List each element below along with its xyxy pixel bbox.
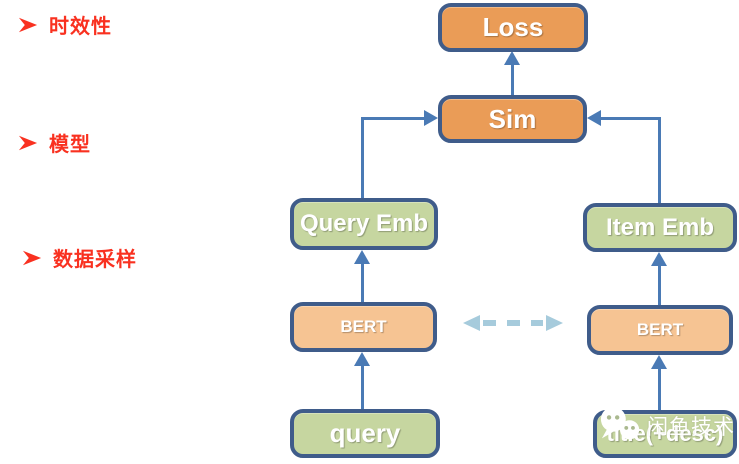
node-item-emb: Item Emb [583,203,737,252]
dashed-line [483,320,543,326]
connector-query-to-bertleft [361,365,364,409]
arrowhead-right-icon [546,315,563,331]
arrowhead-up-icon [504,51,520,65]
arrowhead-up-icon [354,352,370,366]
bullet-label: 时效性 [49,16,112,38]
shared-weights-double-arrow-icon [463,315,563,331]
watermark: 闲鱼技术 [599,404,735,448]
bullet-item-model: 模型 [18,128,91,157]
connector-sim-to-loss [511,63,514,95]
arrowhead-up-icon [354,250,370,264]
connector-queryemb-to-sim-horizontal [361,117,425,120]
node-sim: Sim [438,95,587,143]
arrow-bullet-icon [18,16,38,34]
connector-title-to-bertright [658,368,661,410]
connector-bertright-to-itememb [658,265,661,305]
node-bert-left: BERT [290,302,437,352]
arrowhead-left-icon [587,110,601,126]
node-query-emb: Query Emb [290,198,438,250]
xianyu-logo-icon [599,404,643,448]
bullet-item-timeliness: 时效性 [18,10,112,39]
node-loss: Loss [438,3,588,52]
arrowhead-up-icon [651,252,667,266]
bullet-label: 数据采样 [53,249,137,271]
connector-bertleft-to-queryemb [361,263,364,302]
arrowhead-up-icon [651,355,667,369]
node-query: query [290,409,440,458]
watermark-text: 闲鱼技术 [647,416,735,439]
arrowhead-right-icon [424,110,438,126]
node-bert-right: BERT [587,305,733,355]
arrow-bullet-icon [22,249,42,267]
arrow-bullet-icon [18,134,38,152]
arrowhead-left-icon [463,315,480,331]
connector-queryemb-to-sim-vertical [361,117,364,198]
bullet-item-data-sampling: 数据采样 [22,243,137,272]
connector-itememb-to-sim-horizontal [601,117,661,120]
connector-itememb-to-sim-vertical [658,117,661,203]
bullet-label: 模型 [49,134,91,156]
